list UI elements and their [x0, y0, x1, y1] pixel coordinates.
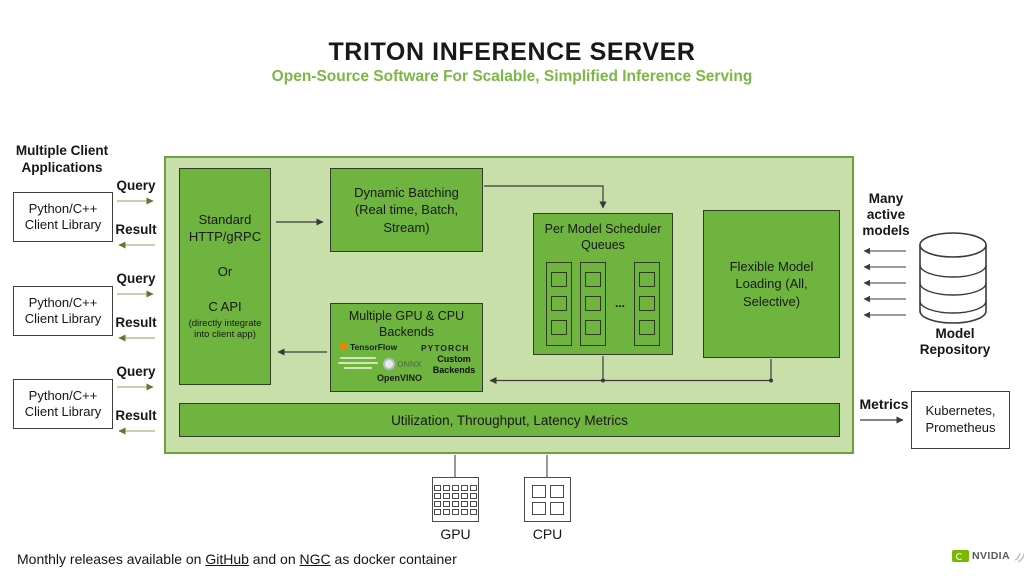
k8s-line-2: Prometheus [925, 420, 996, 435]
metrics-bar-label: Utilization, Throughput, Latency Metrics [391, 412, 628, 428]
query-label-2: Query [116, 271, 156, 286]
tensorflow-logo: TensorFlow [339, 342, 397, 353]
gpu-label: GPU [440, 526, 471, 542]
onnx-logo: ONNX [383, 358, 422, 370]
custom-backends: Custom Backends [427, 354, 481, 376]
model-repository-label: Model Repository [919, 326, 991, 358]
api-line-1: Standard HTTP/gRPC [188, 212, 262, 245]
api-line-3: C API [208, 299, 242, 314]
query-label-3: Query [116, 364, 156, 379]
scheduler-line-1: Per Model Scheduler [544, 222, 662, 236]
queues-row: ... [534, 261, 672, 346]
scheduler-queues-box: Per Model Scheduler Queues ... [533, 213, 673, 355]
dynamic-batching-box: Dynamic Batching (Real time, Batch, Stre… [330, 168, 483, 252]
query-label-1: Query [116, 178, 156, 193]
cpu-label: CPU [532, 526, 563, 542]
flexible-loading-line-2: Loading (All, [735, 276, 808, 292]
footer-suffix: as docker container [330, 551, 457, 567]
page-subtitle: Open-Source Software For Scalable, Simpl… [271, 68, 753, 85]
backends-line-1: Multiple GPU & CPU [348, 309, 465, 323]
gpu-icon [432, 477, 479, 522]
nvidia-logo: NVIDIA [952, 548, 1024, 564]
onnx-label: ONNX [397, 358, 422, 369]
pytorch-logo: PYTORCH [421, 343, 469, 354]
footer-note: Monthly releases available on GitHub and… [17, 551, 457, 567]
github-link[interactable]: GitHub [205, 551, 249, 567]
nvidia-wordmark: NVIDIA [972, 550, 1010, 562]
metrics-bar: Utilization, Throughput, Latency Metrics [179, 403, 840, 437]
flexible-model-loading-box: Flexible Model Loading (All, Selective) [703, 210, 840, 358]
flexible-loading-line-1: Flexible Model [729, 258, 814, 274]
client-library-label: Python/C++ Client Library [24, 200, 102, 232]
api-line-4: (directly integrate into client app) [188, 317, 262, 341]
custom-backends-label: Custom Backends [432, 354, 476, 375]
client-library-box-3: Python/C++ Client Library [13, 379, 113, 429]
queue-icon [579, 261, 606, 346]
scheduler-line-2: Queues [581, 238, 625, 253]
queues-ellipsis: ... [614, 295, 625, 310]
backends-box: Multiple GPU & CPU Backends TensorFlow P… [330, 303, 483, 392]
dynamic-batching-line-3: Stream) [383, 219, 430, 235]
queue-icon [545, 261, 572, 346]
blurred-framework-logo [338, 357, 378, 369]
onnx-icon [383, 358, 395, 370]
dynamic-batching-line-2: (Real time, Batch, [354, 202, 459, 218]
ngc-link[interactable]: NGC [299, 551, 331, 567]
cpu-icon [524, 477, 571, 522]
k8s-line-1: Kubernetes, [925, 403, 996, 419]
client-library-box-2: Python/C++ Client Library [13, 286, 113, 336]
result-label-2: Result [115, 315, 157, 330]
openvino-logo: OpenVINO [377, 373, 422, 384]
footer-prefix: Monthly releases available on [17, 551, 206, 567]
flexible-loading-line-3: Selective) [742, 293, 801, 309]
nvidia-eye-icon [952, 550, 969, 562]
http-grpc-api-box: Standard HTTP/gRPC Or C API (directly in… [179, 168, 271, 385]
kubernetes-prometheus-box: Kubernetes, Prometheus [911, 391, 1010, 449]
page-title: TRITON INFERENCE SERVER [328, 38, 696, 66]
openvino-label: OpenVINO [377, 373, 423, 383]
footer-middle: and on [248, 551, 300, 567]
metrics-label: Metrics [859, 396, 909, 412]
client-library-label: Python/C++ Client Library [24, 387, 102, 419]
client-library-box-1: Python/C++ Client Library [13, 192, 113, 242]
dynamic-batching-line-1: Dynamic Batching [354, 184, 459, 200]
pytorch-label: PYTORCH [421, 343, 470, 353]
database-cylinder-icon [919, 232, 987, 324]
signal-swoosh-icon [1014, 552, 1024, 563]
backends-line-2: Backends [379, 324, 434, 339]
tensorflow-label: TensorFlow [350, 342, 398, 352]
client-library-label: Python/C++ Client Library [24, 294, 102, 326]
clients-header: Multiple Client Applications [15, 143, 109, 175]
tensorflow-icon [339, 342, 348, 353]
queue-icon [634, 261, 660, 346]
result-label-1: Result [115, 222, 157, 237]
result-label-3: Result [115, 408, 157, 423]
many-active-models-label: Many active models [862, 191, 910, 239]
api-line-2: Or [217, 264, 233, 280]
